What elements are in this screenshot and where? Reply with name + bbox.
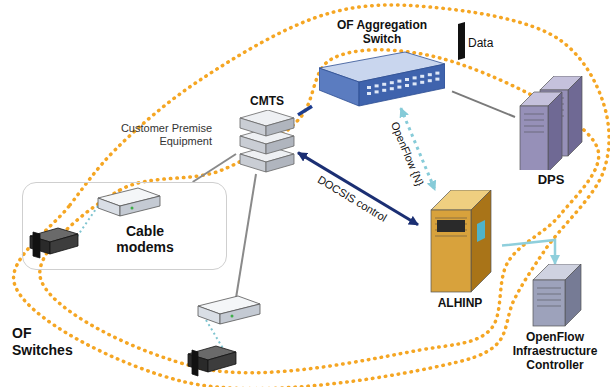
node-label: DPS — [521, 172, 581, 187]
docsis-control-link — [298, 153, 418, 225]
node-label: OF Aggregation Switch — [322, 18, 442, 46]
dps-node: DPS — [515, 76, 587, 187]
dps-link — [452, 91, 515, 117]
alhinp-node: ALHINP — [418, 190, 502, 310]
alhinp-icon — [427, 190, 493, 294]
trunk-link — [298, 106, 312, 115]
of-switch-icon — [188, 346, 236, 376]
aggregation-switch: OF Aggregation Switch — [312, 18, 452, 108]
dps-icon — [518, 76, 584, 170]
edge-label: DOCSIS control — [313, 172, 390, 226]
edge-label-box: DOCSIS control — [313, 172, 390, 226]
node-label: ALHINP — [420, 296, 500, 310]
of-switches-label-box: OF Switches — [12, 325, 84, 358]
cable-modem-group: Cable modems — [22, 182, 227, 270]
of-switch-icon — [30, 228, 78, 258]
controller-link — [502, 240, 555, 264]
cpe-link — [76, 206, 98, 238]
cpe-label: Customer Premise Equipment — [118, 122, 212, 148]
edge-label-box: OpenFlow {N} — [387, 118, 427, 190]
cpe-link — [206, 320, 224, 350]
data-label-box: Data — [468, 36, 508, 50]
data-flag — [458, 22, 465, 60]
of-switches-label: OF Switches — [12, 325, 84, 358]
switch-icon — [319, 48, 445, 108]
edge-label: OpenFlow {N} — [387, 118, 427, 190]
cmts-icon — [238, 110, 296, 174]
inner-domain-outline — [40, 50, 599, 373]
cpe-label-box: Customer Premise Equipment — [118, 122, 212, 148]
cable-wire — [236, 174, 256, 298]
node-label: OpenFlow Infraestructure Controller — [506, 330, 604, 372]
cmts-node: CMTS — [236, 94, 298, 174]
cable-modem-icon — [98, 188, 160, 216]
node-label: Cable modems — [105, 223, 185, 256]
ctrl-icon — [525, 264, 585, 328]
data-label: Data — [468, 36, 508, 50]
controller-node: OpenFlow Infraestructure Controller — [506, 264, 604, 372]
node-label: CMTS — [237, 94, 297, 108]
cable-modem-icon — [198, 296, 260, 324]
cable-link — [193, 154, 236, 182]
outer-domain-outline — [14, 5, 609, 387]
